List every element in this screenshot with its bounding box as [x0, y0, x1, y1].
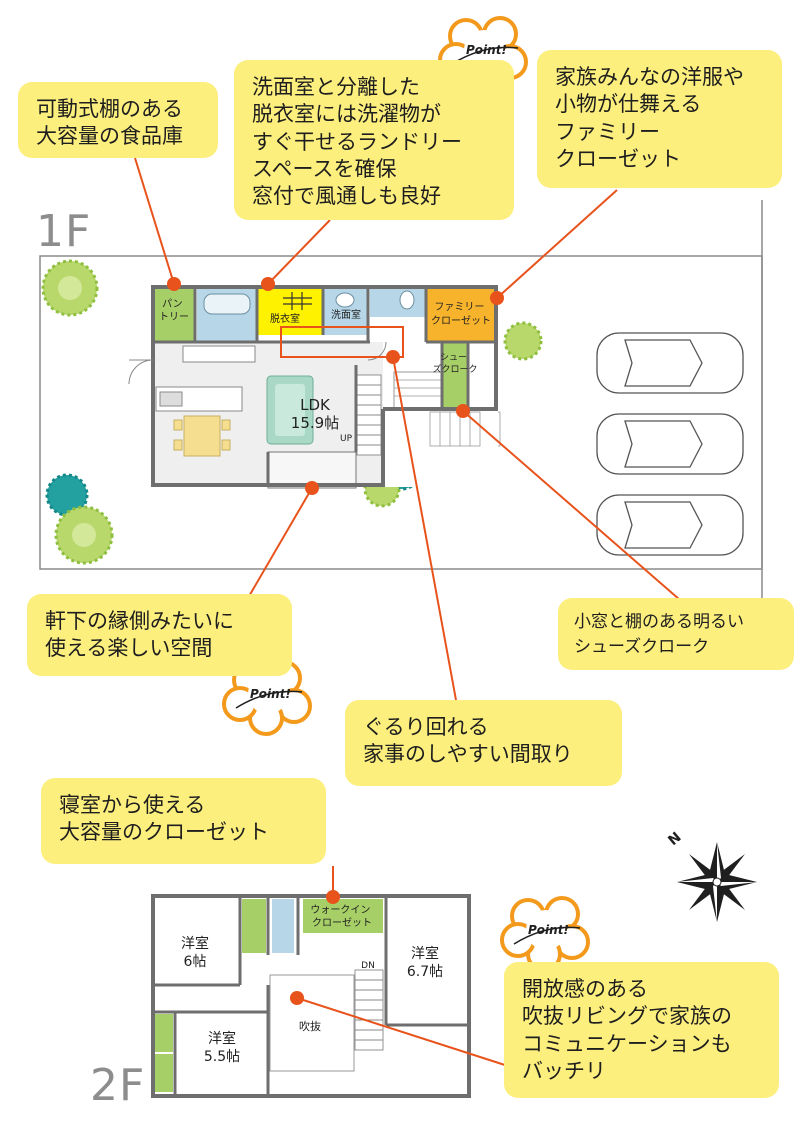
- floor-label-2f: 2F: [90, 1060, 146, 1111]
- family-closet-line-2: クローゼット: [431, 315, 491, 327]
- leader-lines: [134, 157, 681, 1067]
- floor-label-1f: 1F: [36, 206, 92, 257]
- shoes-line-1: シュー: [440, 353, 467, 363]
- room-label-ldk-size: 15.9帖: [291, 414, 339, 432]
- room-label-western-a: 洋室: [181, 935, 209, 952]
- room-label-western-c: 洋室: [208, 1030, 236, 1047]
- family-closet-line-1: ファミリー: [434, 302, 484, 313]
- callout-circulation: ぐるり回れる 家事のしやすい間取り: [345, 700, 622, 786]
- leader-dots: [167, 277, 504, 1005]
- pantry-line-2: トリー: [159, 312, 189, 323]
- callout-shoes: 小窓と棚のある明るい シューズクローク: [558, 598, 794, 670]
- room-label-family-closet: ファミリー クローゼット: [431, 302, 491, 327]
- shoes-line-2: ズクローク: [432, 363, 477, 375]
- car-1: [596, 332, 744, 394]
- site-boundary-1f: [39, 200, 763, 600]
- walkin-line-2: クローゼット: [312, 917, 372, 929]
- room-label-western-b-size: 6.7帖: [407, 964, 443, 980]
- stair-label-up: UP: [340, 434, 353, 444]
- callout-laundry: 洗面室と分離した 脱衣室には洗濯物が すぐ干せるランドリー スペースを確保 窓付…: [234, 60, 514, 220]
- room-label-western-b: 洋室: [411, 945, 439, 962]
- room-label-pantry: パン トリー: [159, 298, 189, 323]
- parking-cars: [596, 332, 744, 556]
- room-label-void: 吹抜: [299, 1019, 321, 1033]
- point-badge-3-text: Point!: [528, 923, 569, 937]
- walkin-line-1: ウォークイン: [310, 904, 370, 916]
- room-label-ldk: LDK: [300, 396, 331, 414]
- car-2: [596, 413, 744, 475]
- room-label-western-a-size: 6帖: [184, 954, 207, 970]
- room-label-washroom: 洗面室: [331, 308, 361, 321]
- car-3: [596, 494, 744, 556]
- svg-text:N: N: [665, 829, 684, 849]
- callout-pantry: 可動式棚のある 大容量の食品庫: [18, 82, 218, 158]
- point-badge-3: [500, 896, 590, 972]
- pantry-line-1: パン: [162, 298, 183, 310]
- stair-label-dn: DN: [361, 961, 375, 971]
- callout-bedroom-closet: 寝室から使える 大容量のクローゼット: [41, 778, 326, 864]
- callout-family-closet: 家族みんなの洋服や 小物が仕舞える ファミリー クローゼット: [537, 50, 782, 188]
- first-floor-plan: [128, 285, 501, 489]
- compass-rose: N: [665, 829, 757, 922]
- room-label-walkin: ウォークイン クローゼット: [310, 904, 373, 929]
- callout-void-living: 開放感のある 吹抜リビングで家族の コミュニケーションも バッチリ: [504, 962, 779, 1098]
- callout-engawa: 軒下の縁側みたいに 使える楽しい空間: [27, 594, 292, 676]
- point-badge-1-text: Point!: [466, 43, 507, 57]
- point-badge-2-text: Point!: [250, 687, 291, 701]
- room-label-shoes-cloak: シュー ズクローク: [432, 353, 477, 375]
- room-label-dressing: 脱衣室: [270, 312, 300, 325]
- second-floor-plan: [151, 894, 471, 1098]
- room-label-western-c-size: 5.5帖: [204, 1049, 240, 1065]
